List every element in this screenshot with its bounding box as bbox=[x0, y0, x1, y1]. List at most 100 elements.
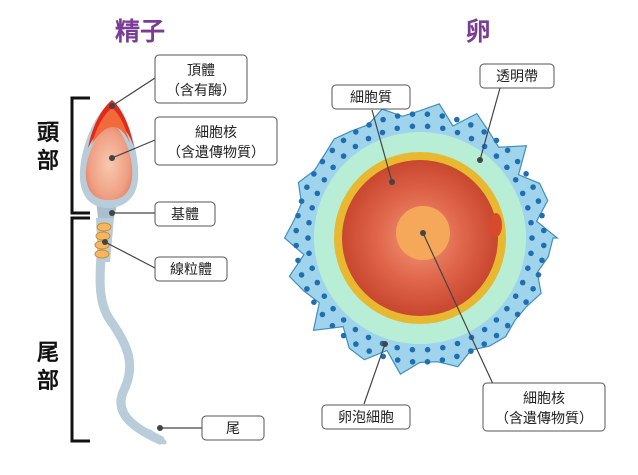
follicle-cell-nucleus bbox=[539, 212, 545, 219]
follicle-cell-nucleus bbox=[468, 122, 474, 128]
follicle-cell-nucleus bbox=[295, 257, 301, 264]
follicle-cell-nucleus bbox=[493, 153, 500, 159]
polar-body bbox=[490, 213, 502, 237]
follicle-cell-nucleus bbox=[514, 158, 521, 165]
follicle-cell-nucleus bbox=[493, 317, 500, 323]
follicle-cell-nucleus bbox=[293, 227, 300, 234]
acrosome-inner bbox=[92, 108, 130, 144]
tail-label-char2: 部 bbox=[37, 368, 59, 394]
follicle-cell-nucleus bbox=[321, 293, 328, 300]
follicle-cell-nucleus bbox=[306, 250, 312, 257]
head-label-char2: 部 bbox=[37, 148, 59, 174]
follicle-cell-nucleus bbox=[481, 326, 488, 333]
follicle-cell-nucleus bbox=[311, 299, 317, 306]
follicle-cell-nucleus bbox=[481, 341, 488, 347]
follicle-cell-nucleus bbox=[321, 177, 328, 183]
follicle-cell-nucleus bbox=[528, 219, 534, 226]
follicle-cell-nucleus bbox=[394, 357, 401, 363]
follicle-cell-nucleus bbox=[340, 153, 347, 159]
follicle-cells-text: 卵泡細胞 bbox=[338, 410, 394, 426]
follicle-cell-nucleus bbox=[439, 357, 446, 363]
follicle-cell-nucleus bbox=[380, 353, 387, 360]
follicle-cell-nucleus bbox=[409, 346, 416, 353]
follicle-cell-nucleus bbox=[535, 272, 542, 278]
follicle-cell-nucleus bbox=[539, 257, 545, 264]
follicle-cell-nucleus bbox=[454, 353, 460, 360]
follicle-cell-nucleus bbox=[519, 190, 526, 197]
follicle-cell-nucleus bbox=[329, 147, 336, 154]
follicle-cell-nucleus bbox=[468, 348, 474, 354]
egg-nucleus-line1: 細胞核 bbox=[523, 391, 565, 407]
follicle-cell-nucleus bbox=[394, 113, 401, 119]
follicle-cell-nucleus bbox=[519, 279, 526, 286]
leader-dots bbox=[102, 103, 483, 431]
follicle-cell-nucleus bbox=[353, 341, 359, 347]
follicle-cell-nucleus bbox=[293, 242, 300, 249]
follicle-cell-nucleus bbox=[304, 286, 310, 292]
follicle-cell-nucleus bbox=[493, 137, 500, 144]
follicle-cell-nucleus bbox=[424, 359, 431, 365]
tail-text: 尾 bbox=[226, 421, 240, 437]
follicle-cell-nucleus bbox=[525, 205, 531, 211]
follicle-cell-nucleus bbox=[366, 122, 372, 128]
mitochondria-group bbox=[94, 222, 112, 259]
sperm-tail-tip bbox=[147, 429, 167, 445]
follicle-cell-nucleus bbox=[523, 171, 529, 177]
head-label-char1: 頭 bbox=[37, 121, 60, 146]
follicle-cell-nucleus bbox=[319, 158, 326, 165]
follicle-cell-nucleus bbox=[329, 322, 336, 329]
acrosome-line2: （含有酶） bbox=[166, 83, 236, 99]
follicle-cell-nucleus bbox=[365, 135, 372, 142]
follicle-cell-nucleus bbox=[468, 135, 475, 142]
tail-bracket bbox=[70, 216, 90, 443]
follicle-cell-nucleus bbox=[330, 305, 336, 312]
follicle-cell-nucleus bbox=[394, 344, 401, 351]
follicle-cell-nucleus bbox=[409, 123, 416, 130]
follicle-cell-nucleus bbox=[481, 129, 487, 135]
follicle-cell-nucleus bbox=[454, 129, 461, 136]
label-sperm-nucleus: 細胞核 （含遺傳物質） bbox=[154, 116, 278, 166]
follicle-cell-nucleus bbox=[305, 235, 311, 241]
follicle-cell-nucleus bbox=[529, 235, 535, 241]
follicle-cell-nucleus bbox=[340, 332, 347, 339]
egg-title: 卵 bbox=[465, 17, 490, 46]
follicle-cell-nucleus bbox=[440, 125, 446, 132]
follicle-cell-nucleus bbox=[523, 299, 529, 305]
follicle-cell-nucleus bbox=[504, 147, 511, 154]
follicle-cell-nucleus bbox=[394, 125, 401, 132]
follicle-cell-nucleus bbox=[514, 311, 521, 318]
follicle-cell-nucleus bbox=[530, 184, 536, 190]
follicle-cell-nucleus bbox=[380, 116, 386, 123]
follicle-cell-nucleus bbox=[541, 242, 547, 249]
follicle-cell-nucleus bbox=[504, 164, 510, 171]
follicle-cell-nucleus bbox=[330, 164, 336, 171]
follicle-cell-nucleus bbox=[306, 219, 312, 226]
label-acrosome: 頂體 （含有酶） bbox=[154, 54, 248, 104]
acrosome-line1: 頂體 bbox=[187, 63, 215, 79]
sperm-nucleus bbox=[85, 122, 133, 200]
basal-body-text: 基體 bbox=[171, 206, 199, 223]
follicle-cell-nucleus bbox=[304, 184, 310, 190]
follicle-cell-nucleus bbox=[504, 305, 510, 312]
follicle-cell-nucleus bbox=[504, 322, 511, 329]
follicle-cell-nucleus bbox=[314, 190, 321, 197]
follicle-cell-nucleus bbox=[512, 177, 519, 183]
follicle-cell-nucleus bbox=[365, 334, 372, 341]
follicle-cell-nucleus bbox=[353, 129, 359, 135]
label-egg-nucleus: 細胞核 （含遺傳物質） bbox=[482, 382, 606, 432]
follicle-cell-nucleus bbox=[454, 340, 461, 347]
follicle-cell-nucleus bbox=[424, 123, 431, 130]
follicle-cell-nucleus bbox=[530, 286, 536, 292]
follicle-cell-nucleus bbox=[440, 344, 446, 351]
follicle-cell-nucleus bbox=[309, 205, 316, 211]
follicle-cell-nucleus bbox=[352, 326, 359, 333]
follicle-cell-nucleus bbox=[409, 359, 416, 365]
follicle-cell-nucleus bbox=[525, 265, 531, 272]
tail-label-char1: 尾 bbox=[37, 341, 59, 366]
label-basal-body: 基體 bbox=[154, 201, 216, 227]
follicle-cell-nucleus bbox=[439, 113, 446, 119]
follicle-cell-nucleus bbox=[352, 143, 359, 150]
follicle-cell-nucleus bbox=[319, 311, 326, 318]
head-bracket bbox=[70, 96, 90, 215]
